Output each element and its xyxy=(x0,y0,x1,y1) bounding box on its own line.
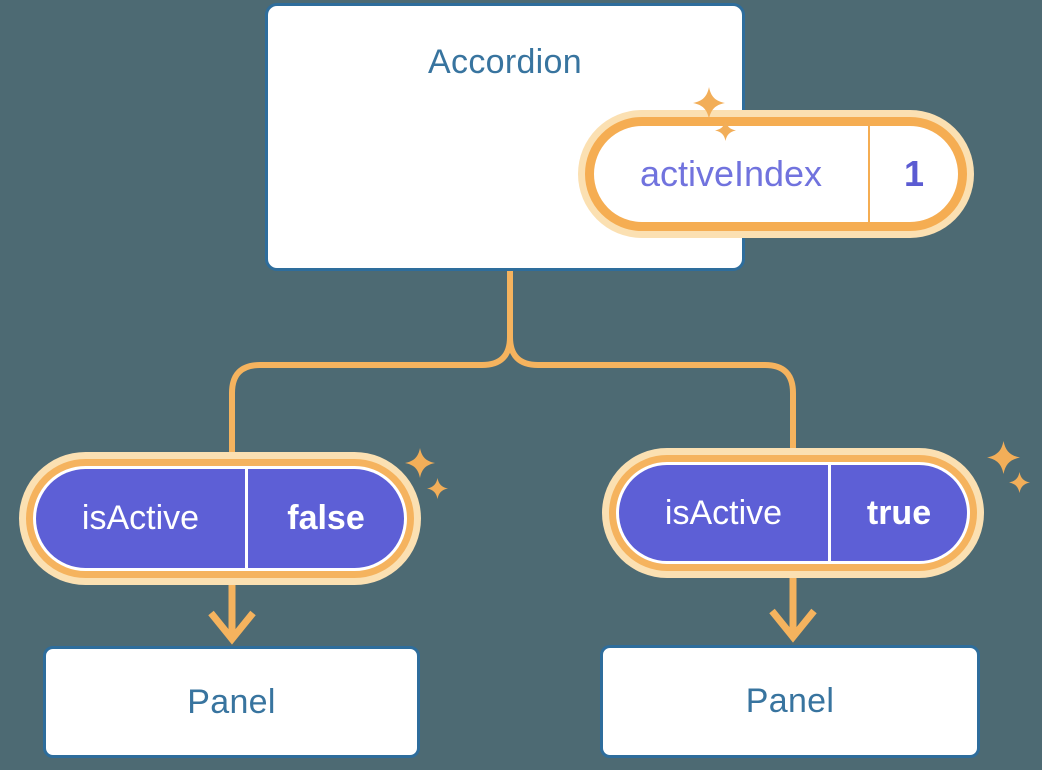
panel-component-node-left: Panel xyxy=(43,646,420,758)
prop-pill-body: isActive true xyxy=(619,465,967,561)
sparkle-icon xyxy=(693,87,725,119)
prop-pill-divider xyxy=(828,465,831,561)
prop-name-label: isActive xyxy=(81,499,200,537)
sparkle-icon xyxy=(427,478,448,499)
connector-right-branch xyxy=(507,270,796,454)
state-pill-body: activeIndex 1 xyxy=(585,117,967,231)
arrow-down-left-icon xyxy=(208,584,256,645)
prop-name-label: isActive xyxy=(664,493,783,532)
panel-node-title: Panel xyxy=(187,682,276,721)
sparkle-icon xyxy=(987,441,1020,474)
state-value-label: 1 xyxy=(903,153,925,194)
accordion-component-node: Accordion activeIndex 1 xyxy=(265,3,974,271)
connector-left-branch xyxy=(229,270,513,458)
arrow-down-right-icon xyxy=(769,577,817,643)
prop-value-label: true xyxy=(866,493,932,532)
sparkle-icon xyxy=(405,448,435,478)
sparkle-icon xyxy=(715,120,736,141)
state-pill-divider xyxy=(868,126,870,222)
state-name-label: activeIndex xyxy=(639,153,823,194)
prop-pill-ring: isActive true xyxy=(609,455,977,571)
panel-component-node-right: Panel xyxy=(600,645,980,758)
prop-pill-divider xyxy=(245,469,248,568)
prop-value-label: false xyxy=(287,499,365,537)
prop-pill-body: isActive false xyxy=(36,469,404,568)
panel-node-title: Panel xyxy=(745,682,835,720)
prop-pill-ring: isActive false xyxy=(26,459,414,578)
sparkle-icon xyxy=(1009,472,1030,493)
prop-pill-isactive-false: isActive false xyxy=(19,452,421,585)
state-pill-activeindex: activeIndex 1 xyxy=(578,110,974,238)
accordion-node-title: Accordion xyxy=(428,43,582,81)
prop-pill-isactive-true: isActive true xyxy=(602,448,984,578)
